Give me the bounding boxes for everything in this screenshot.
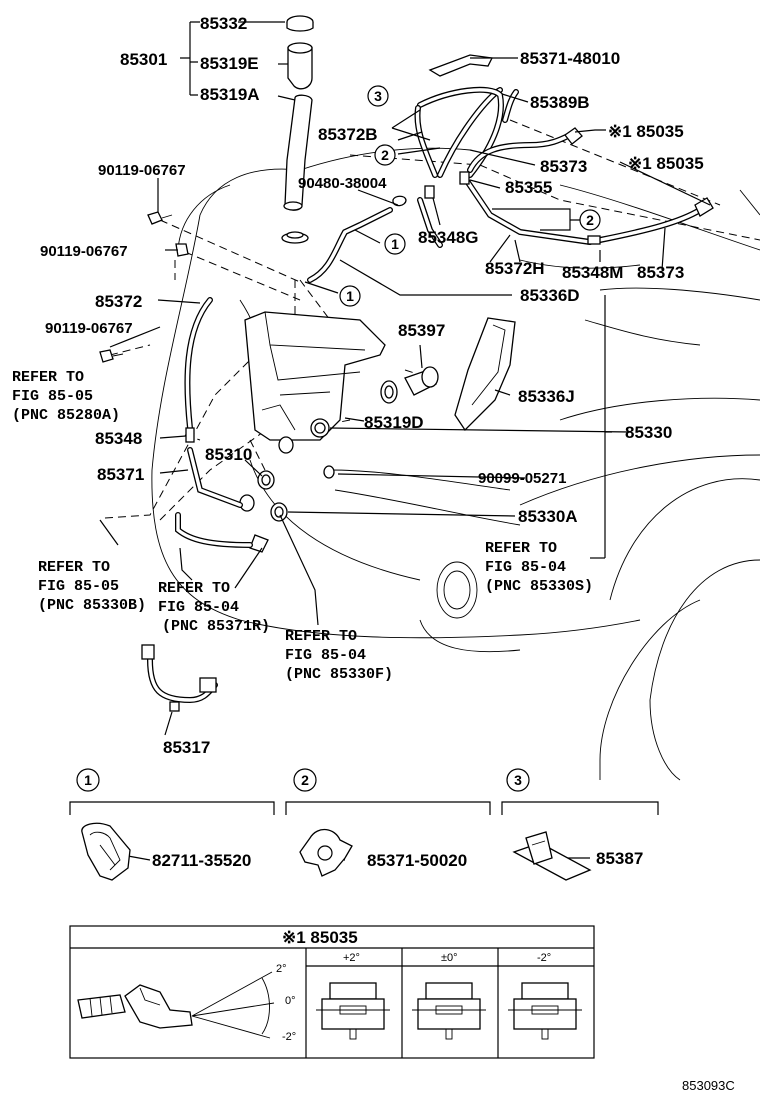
part-number-label: 85373: [637, 263, 684, 282]
part-number-label: 85389B: [530, 93, 590, 112]
callout-circles: 3 2 2 1 1: [339, 85, 601, 307]
assembly-dashed-lines: [104, 119, 760, 521]
refer-note-line: (PNC 85330B): [38, 597, 146, 614]
washer-tank: [239, 15, 516, 553]
legend-callout-1: [76, 768, 100, 792]
refer-note-line: (PNC 85330S): [485, 578, 593, 595]
column-header: ±0°: [441, 952, 458, 964]
svg-text:3: 3: [514, 772, 522, 788]
refer-note-line: FIG 85-04: [158, 599, 239, 616]
svg-text:2: 2: [381, 147, 389, 163]
part-number-label: 85372H: [485, 259, 545, 278]
callout-2: [579, 209, 601, 231]
gauge-minus2: [508, 982, 582, 1040]
part-number-label: 85355: [505, 178, 552, 197]
part-number-label: 90119-06767: [40, 243, 128, 260]
part-number-label: ※1 85035: [628, 154, 704, 173]
table-title: ※1 85035: [282, 928, 358, 947]
legend-callout-2: [293, 768, 317, 792]
legend-part-number: 85371-50020: [367, 851, 467, 870]
part-number-label: 90099-05271: [478, 470, 566, 487]
part-number-label: 90480-38004: [298, 175, 387, 192]
part-number-label: 85397: [398, 321, 445, 340]
part-number-label: 85319E: [200, 54, 259, 73]
callout-3: [367, 85, 389, 107]
part-number-label: 85332: [200, 14, 247, 33]
part-number-label: 85372B: [318, 125, 378, 144]
part-number-label: 85319A: [200, 85, 260, 104]
gauge-plus2: [316, 982, 390, 1040]
angle-label: -2°: [282, 1031, 296, 1043]
svg-text:3: 3: [374, 88, 382, 104]
legend-callout-3: [506, 768, 530, 792]
part-number-label: 85310: [205, 445, 252, 464]
refer-note-line: (PNC 85330F): [285, 666, 393, 683]
refer-notes: REFER TO FIG 85-05 (PNC 85280A) REFER TO…: [12, 369, 593, 683]
part-number-label: 90119-06767: [98, 162, 186, 179]
callout-1: [384, 233, 406, 255]
refer-note-line: REFER TO: [285, 628, 357, 645]
refer-note-line: FIG 85-05: [38, 578, 119, 595]
part-number-label: 85373: [540, 157, 587, 176]
part-number-label: 85372: [95, 292, 142, 311]
angle-label: 2°: [276, 963, 287, 975]
callout-2: [374, 144, 396, 166]
nozzle-adjustment-table: ※1 85035 +2° ±0° -2° 2° 0° -2°: [69, 925, 595, 1059]
part-number-label: 85371: [97, 465, 144, 484]
refer-note-line: REFER TO: [38, 559, 110, 576]
part-number-label: 85317: [163, 738, 210, 757]
part-number-label: 85330A: [518, 507, 578, 526]
refer-note-line: (PNC 85280A): [12, 407, 120, 424]
part-number-label: 85371-48010: [520, 49, 620, 68]
svg-text:1: 1: [391, 236, 399, 252]
callout-1: [339, 285, 361, 307]
column-header: +2°: [343, 952, 360, 964]
angle-label: 0°: [285, 995, 296, 1007]
refer-note-line: REFER TO: [158, 580, 230, 597]
part-number-label: 85319D: [364, 413, 424, 432]
part-number-label: ※1 85035: [608, 122, 684, 141]
legend-part-number: 85387: [596, 849, 643, 868]
part-number-label: 85348M: [562, 263, 623, 282]
refer-note-line: (PNC 85371R): [162, 618, 270, 635]
refer-note-line: REFER TO: [12, 369, 84, 386]
part-number-label: 85348: [95, 429, 142, 448]
svg-text:2: 2: [586, 212, 594, 228]
refer-note-line: FIG 85-04: [285, 647, 366, 664]
figure-code: 853093C: [682, 1078, 735, 1093]
gauge-zero: [412, 982, 486, 1040]
part-number-label: 90119-06767: [45, 320, 133, 337]
column-header: -2°: [537, 952, 551, 964]
refer-note-line: FIG 85-04: [485, 559, 566, 576]
part-number-label: 85336D: [520, 286, 580, 305]
part-number-label: 85330: [625, 423, 672, 442]
bolts: [99, 211, 189, 363]
svg-text:2: 2: [301, 772, 309, 788]
svg-text:1: 1: [346, 288, 354, 304]
hoses: [141, 54, 714, 712]
legend-part-number: 82711-35520: [152, 851, 251, 870]
part-number-label: 85301: [120, 50, 167, 69]
refer-note-line: REFER TO: [485, 540, 557, 557]
sub-parts-legend: 1 2 3 82711-35520 85371-50020 85387: [69, 768, 659, 881]
part-labels: 85332 85301 85319E 85319A 85371-48010 85…: [40, 14, 704, 757]
leader-lines: [99, 21, 711, 861]
refer-note-line: FIG 85-05: [12, 388, 93, 405]
vehicle-body-outline: [151, 147, 760, 781]
svg-text:1: 1: [84, 772, 92, 788]
part-number-label: 85336J: [518, 387, 575, 406]
part-number-label: 85348G: [418, 228, 479, 247]
